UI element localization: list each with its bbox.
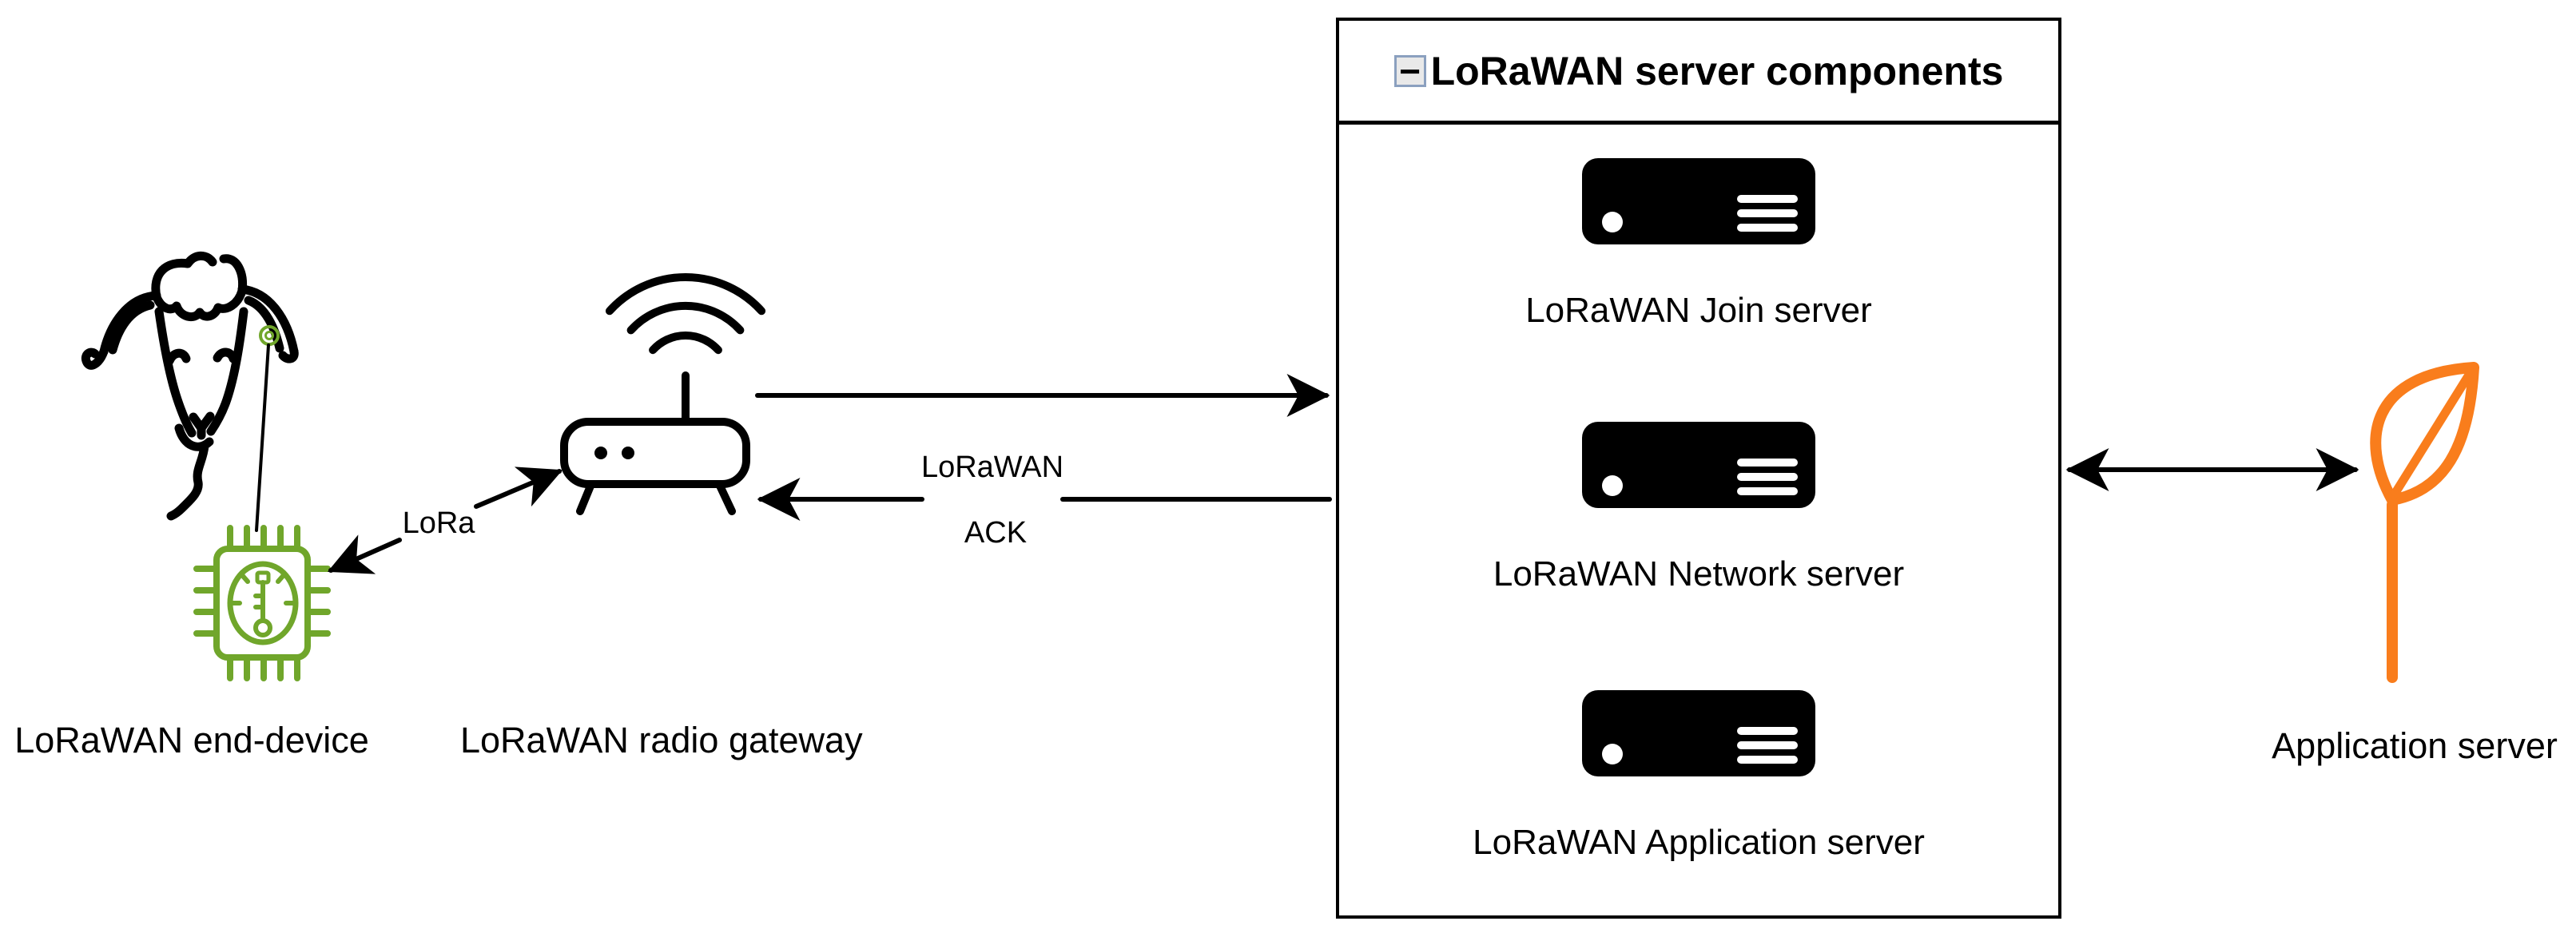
radio-gateway-icon [560, 273, 766, 515]
application-server-item: LoRaWAN Application server [1339, 689, 2058, 863]
join-server-item: LoRaWAN Join server [1339, 157, 2058, 331]
end-device-label: LoRaWAN end-device [14, 720, 369, 760]
network-server-item: LoRaWAN Network server [1339, 420, 2058, 594]
server-icon [1582, 158, 1815, 244]
server-components-header: − LoRaWAN server components [1339, 21, 2058, 125]
server-components-box: − LoRaWAN server components LoRaWAN Join… [1336, 18, 2061, 919]
leaf-icon [2370, 362, 2479, 683]
network-server-label: LoRaWAN Network server [1493, 554, 1905, 594]
server-icon [1582, 422, 1815, 508]
server-components-title: LoRaWAN server components [1430, 48, 2004, 93]
ear-tag-line [255, 343, 270, 532]
collapse-button[interactable]: − [1393, 53, 1426, 89]
goat-icon [81, 251, 299, 521]
wifi-waves-icon [605, 273, 766, 355]
ack-link-label-line2: ACK [964, 516, 1028, 550]
join-server-label: LoRaWAN Join server [1525, 291, 1872, 330]
lorawan-application-server-label: LoRaWAN Application server [1473, 823, 1925, 862]
lora-link-arrow [327, 467, 563, 574]
lora-link-label: LoRa [402, 506, 475, 540]
application-server-label: Application server [2272, 725, 2558, 766]
radio-gateway-label: LoRaWAN radio gateway [460, 720, 863, 760]
ack-link-label-line1: LoRaWAN [920, 451, 1064, 484]
server-icon [1582, 690, 1815, 776]
sensor-chip-icon [193, 525, 331, 681]
